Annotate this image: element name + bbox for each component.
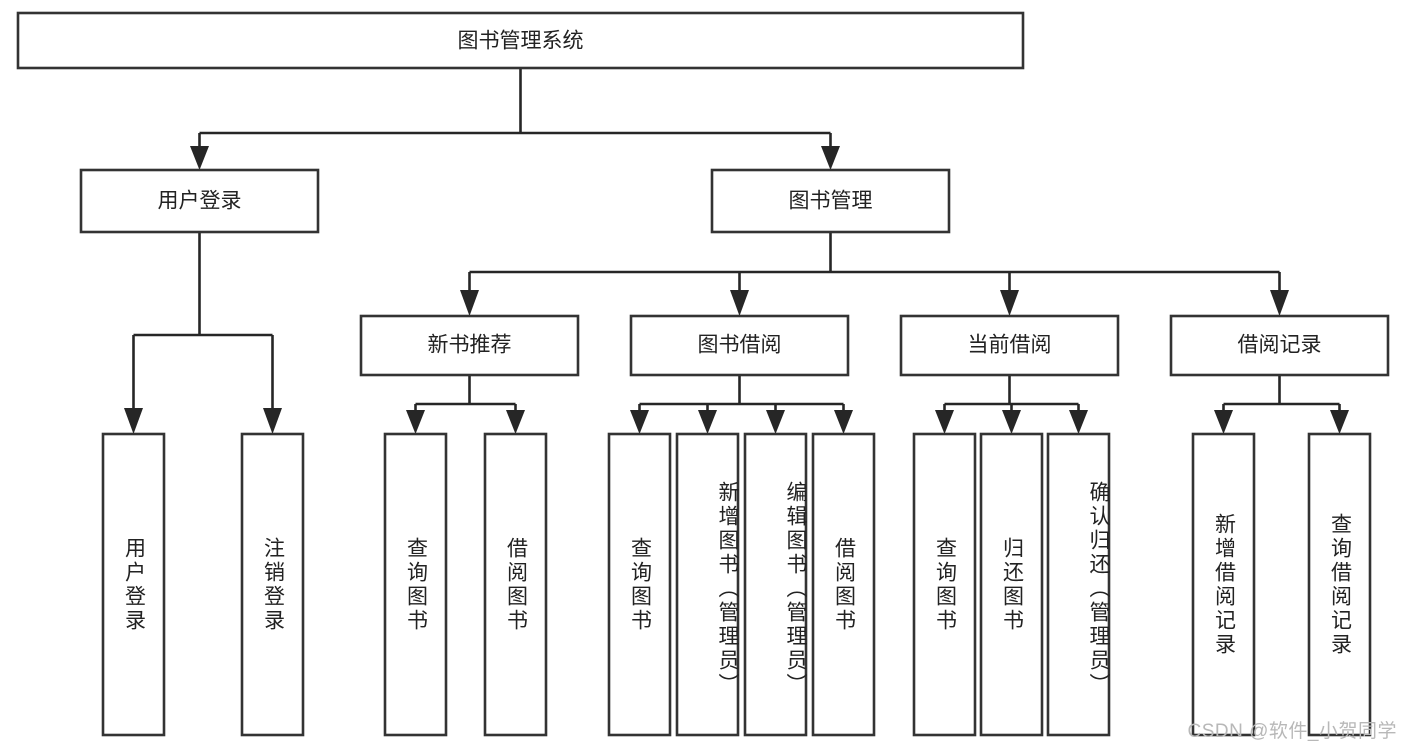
arrow-head-leaf-edit-book bbox=[766, 410, 785, 434]
node-leaf-confirm-return[interactable] bbox=[1046, 432, 1111, 737]
node-layer: 图书管理系统 用户登录 图书管理 新书推荐 图书借阅 当前借阅 借阅记录 bbox=[16, 11, 1390, 737]
arrow-head-book-manage bbox=[821, 146, 840, 170]
arrow-head-new-book-recommend bbox=[460, 290, 479, 316]
node-user-login-label: 用户登录 bbox=[158, 190, 242, 213]
node-user-login[interactable] bbox=[79, 168, 320, 234]
node-current-borrow-label: 当前借阅 bbox=[968, 334, 1052, 357]
node-book-manage-label: 图书管理 bbox=[789, 190, 873, 213]
arrow-head-leaf-borrow-book-2 bbox=[834, 410, 853, 434]
arrow-head-current-borrow bbox=[1000, 290, 1019, 316]
arrow-head-leaf-confirm-return bbox=[1069, 410, 1088, 434]
node-book-borrow[interactable] bbox=[629, 314, 850, 377]
csdn-watermark: CSDN @软件_小贺同学 bbox=[1187, 721, 1397, 742]
node-new-book-recommend-label: 新书推荐 bbox=[428, 334, 512, 357]
node-leaf-query-record[interactable] bbox=[1307, 432, 1372, 737]
node-current-borrow[interactable] bbox=[899, 314, 1120, 377]
connector-layer bbox=[124, 68, 1349, 434]
arrow-head-user-login bbox=[190, 146, 209, 170]
arrow-head-borrow-record bbox=[1270, 290, 1289, 316]
node-leaf-return-book[interactable] bbox=[979, 432, 1044, 737]
node-leaf-user-login[interactable] bbox=[101, 432, 166, 737]
node-leaf-borrow-book-1[interactable] bbox=[483, 432, 548, 737]
node-leaf-add-record[interactable] bbox=[1191, 432, 1256, 737]
node-leaf-query-book-2[interactable] bbox=[607, 432, 672, 737]
node-root-label: 图书管理系统 bbox=[458, 30, 584, 53]
node-leaf-add-book[interactable] bbox=[675, 432, 740, 737]
arrow-head-leaf-add-record bbox=[1214, 410, 1233, 434]
arrow-head-leaf-return-book bbox=[1002, 410, 1021, 434]
node-leaf-logout-login[interactable] bbox=[240, 432, 305, 737]
node-borrow-record[interactable] bbox=[1169, 314, 1390, 377]
node-book-borrow-label: 图书借阅 bbox=[698, 334, 782, 357]
node-book-manage[interactable] bbox=[710, 168, 951, 234]
node-leaf-query-book-3[interactable] bbox=[912, 432, 977, 737]
arrow-head-leaf-query-book-3 bbox=[935, 410, 954, 434]
arrow-head-leaf-query-book-1 bbox=[406, 410, 425, 434]
node-root[interactable] bbox=[16, 11, 1025, 70]
arrow-head-leaf-logout-login bbox=[263, 408, 282, 434]
arrow-head-leaf-query-book-2 bbox=[630, 410, 649, 434]
arrow-head-book-borrow bbox=[730, 290, 749, 316]
node-leaf-borrow-book-2[interactable] bbox=[811, 432, 876, 737]
node-borrow-record-label: 借阅记录 bbox=[1238, 334, 1322, 357]
node-leaf-query-book-1[interactable] bbox=[383, 432, 448, 737]
arrow-head-leaf-add-book bbox=[698, 410, 717, 434]
arrow-head-leaf-query-record bbox=[1330, 410, 1349, 434]
arrow-head-leaf-borrow-book-1 bbox=[506, 410, 525, 434]
arrow-head-leaf-user-login bbox=[124, 408, 143, 434]
node-leaf-edit-book[interactable] bbox=[743, 432, 808, 737]
node-new-book-recommend[interactable] bbox=[359, 314, 580, 377]
